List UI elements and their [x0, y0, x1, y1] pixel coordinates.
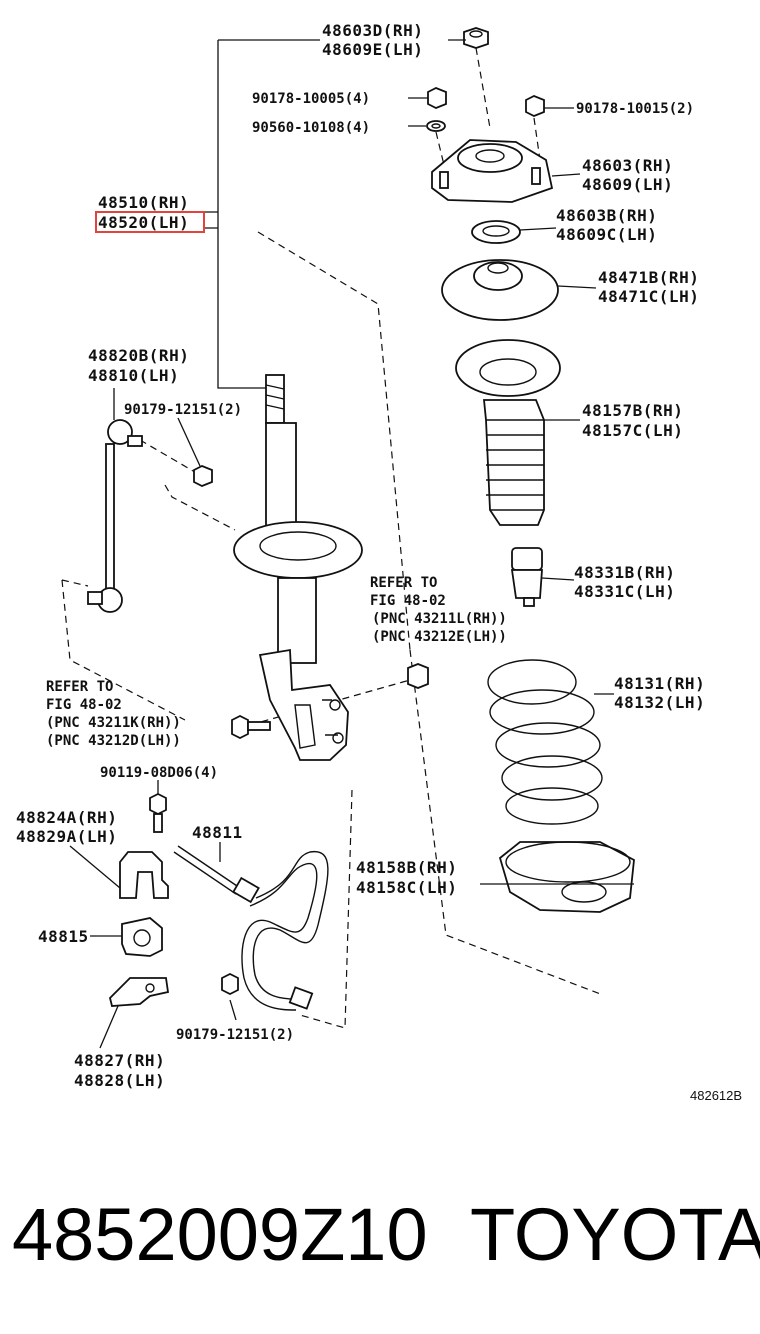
label-48157C: 48157C(LH) [582, 421, 683, 440]
label-90178-10005: 90178-10005(4) [252, 91, 370, 107]
label-48603: 48603(RH) [582, 156, 673, 175]
nut-refer [407, 663, 429, 689]
label-48609C: 48609C(LH) [556, 225, 657, 244]
label-48603B: 48603B(RH) [556, 206, 657, 225]
label-48810: 48810(LH) [88, 366, 179, 385]
bushing-48815 [121, 917, 163, 957]
label-48510: 48510(RH) [98, 193, 189, 212]
label-90119-08D06: 90119-08D06(4) [100, 765, 218, 781]
label-48829A: 48829A(LH) [16, 827, 117, 846]
label-refer1-line2: FIG 48-02 [370, 593, 446, 609]
coil-spring [487, 659, 603, 825]
label-48131: 48131(RH) [614, 674, 705, 693]
spring-dashed-outline [409, 649, 604, 996]
label-48609: 48609(LH) [582, 175, 673, 194]
bush-bracket-48824A [119, 851, 169, 899]
label-48331C: 48331C(LH) [574, 582, 675, 601]
label-48471B: 48471B(RH) [598, 268, 699, 287]
caption: 4852009Z10 TOYOTA [0, 1190, 760, 1280]
label-90560-10108: 90560-10108(4) [252, 120, 370, 136]
bolt-90119 [149, 792, 167, 833]
shock-absorber [233, 374, 363, 761]
figure-code: 482612B [690, 1088, 742, 1103]
bolt-dashed-line [249, 679, 411, 726]
dust-boot [455, 339, 561, 526]
label-90179-12151-upper: 90179-12151(2) [124, 402, 242, 418]
highlight-48520 [95, 211, 205, 233]
label-48828: 48828(LH) [74, 1071, 165, 1090]
brand-name: TOYOTA [470, 1193, 760, 1276]
label-90178-10015: 90178-10015(2) [576, 101, 694, 117]
label-48132: 48132(LH) [614, 693, 705, 712]
washer-90560 [426, 120, 446, 132]
label-refer2-line1: REFER TO [46, 679, 113, 695]
stabilizer-dashed-outline [299, 789, 353, 1029]
label-refer2-line4: (PNC 43212D(LH)) [46, 733, 181, 749]
nut-90178-10005 [427, 87, 447, 109]
label-48603D: 48603D(RH) [322, 21, 423, 40]
top-nut-dashed [475, 47, 491, 129]
labels: 48603D(RH) 48609E(LH) 90178-10005(4) 905… [16, 21, 742, 1103]
label-48820B: 48820B(RH) [88, 346, 189, 365]
nut-90178-dashed [435, 117, 541, 166]
stabilizer-link [87, 419, 143, 613]
part-number: 4852009Z10 [12, 1193, 428, 1276]
lower-spring-seat [498, 841, 635, 913]
label-refer1-line1: REFER TO [370, 575, 437, 591]
link-to-strut-dashed [164, 484, 236, 531]
label-48331B: 48331B(RH) [574, 563, 675, 582]
label-refer2-line3: (PNC 43211K(RH)) [46, 715, 181, 731]
nut-90179-lower [221, 972, 239, 996]
label-48157B: 48157B(RH) [582, 401, 683, 420]
label-48471C: 48471C(LH) [598, 287, 699, 306]
label-refer1-line4: (PNC 43212E(LH)) [372, 629, 507, 645]
label-90179-12151-lower: 90179-12151(2) [176, 1027, 294, 1043]
label-refer2-line2: FIG 48-02 [46, 697, 122, 713]
leader-lines [69, 39, 634, 1049]
label-48827: 48827(RH) [74, 1051, 165, 1070]
label-48158C: 48158C(LH) [356, 878, 457, 897]
nut-90178-10015 [525, 95, 545, 117]
label-refer1-line3: (PNC 43211L(RH)) [372, 611, 507, 627]
link-dashed-outline [61, 579, 186, 721]
label-48811: 48811 [192, 823, 243, 842]
bearing [471, 220, 521, 244]
nut-90179-upper [193, 465, 213, 487]
label-48824A: 48824A(RH) [16, 808, 117, 827]
label-48815: 48815 [38, 927, 89, 946]
bolt-refer [231, 714, 271, 740]
stabilizer-bar [173, 845, 329, 1011]
parts-diagram: 48603D(RH) 48609E(LH) 90178-10005(4) 905… [16, 21, 742, 1103]
upper-support [431, 139, 554, 203]
bump-stopper [510, 547, 543, 607]
label-48520: 48520(LH) [98, 213, 189, 232]
label-48609E: 48609E(LH) [322, 40, 423, 59]
upper-spring-seat [441, 259, 559, 321]
label-48158B: 48158B(RH) [356, 858, 457, 877]
top-nut [463, 27, 489, 49]
bracket-48827 [109, 977, 170, 1007]
